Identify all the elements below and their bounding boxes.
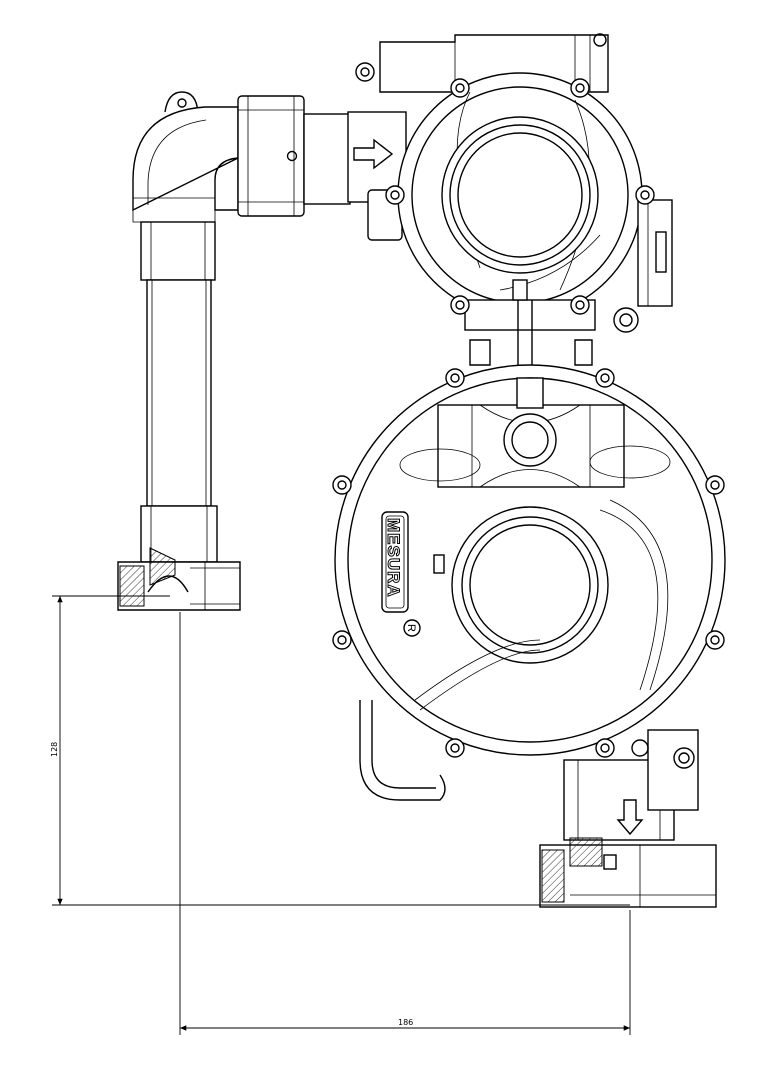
registered-mark: R <box>405 624 417 632</box>
flow-arrow-outlet <box>616 799 644 836</box>
pipe-elbow <box>132 106 239 212</box>
outlet-nut <box>539 844 717 908</box>
lower-bolts <box>332 368 725 758</box>
brand-plate <box>381 511 409 613</box>
elbow-eyelet <box>164 91 199 113</box>
side-port <box>637 199 673 307</box>
horizontal-dimension-label: 186 <box>398 1018 413 1027</box>
flow-arrow-inlet <box>353 138 394 170</box>
union-pin <box>286 150 298 162</box>
brand-label: MESURA <box>384 518 403 598</box>
pipe-coupling <box>140 221 216 281</box>
lower-cover-cap <box>451 506 609 664</box>
dimension-lines: 128 186 <box>50 595 631 1035</box>
inlet-pipe-assembly <box>117 91 351 611</box>
vertical-dimension-label: 128 <box>50 742 59 757</box>
outlet-assembly <box>539 729 717 908</box>
registered-mark-circle <box>403 619 421 637</box>
upper-cover-cap <box>441 116 599 274</box>
inlet-hex-nut <box>117 561 241 611</box>
vertical-pipe <box>146 279 212 507</box>
first-stage-regulator <box>347 33 673 380</box>
second-stage-regulator: MESURA R <box>332 339 726 801</box>
upper-bolts <box>385 78 655 315</box>
vent-tube <box>359 700 446 801</box>
